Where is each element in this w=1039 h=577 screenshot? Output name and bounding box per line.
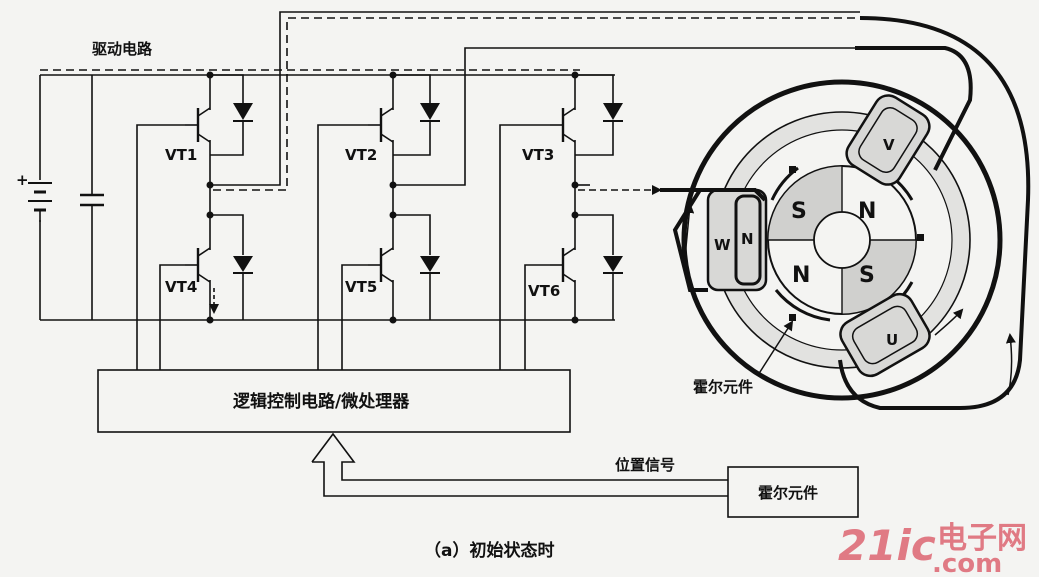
phase-leg-3 (499, 74, 614, 370)
diode-vt3 (603, 103, 623, 122)
diode-vt6 (603, 256, 623, 274)
node (571, 211, 579, 219)
node (389, 71, 397, 79)
winding-v-connection (855, 46, 973, 171)
winding-v (845, 94, 931, 186)
phase-1-output-wire (210, 11, 860, 186)
diode-vt5 (420, 256, 440, 274)
logic-control-block (97, 369, 571, 433)
motor-current-arrow-right (1005, 333, 1016, 396)
phase-2-output-wire (393, 47, 855, 186)
rotor-pole-n2: N (792, 263, 810, 288)
winding-label-v: V (883, 136, 895, 154)
svg-text:21ic: 21ic (838, 521, 936, 570)
hall-element-pointer (757, 320, 794, 376)
diode-vt4 (233, 256, 253, 274)
winding-label-u: U (886, 331, 898, 349)
node (206, 211, 214, 219)
logic-control-label: 逻辑控制电路/微处理器 (233, 391, 410, 412)
transistor-label-vt1: VT1 (165, 146, 197, 164)
node (206, 71, 214, 79)
battery-plus-sign: + (16, 171, 29, 189)
hall-element-label: 霍尔元件 (693, 378, 753, 396)
motor-current-arrow-u (934, 308, 964, 336)
rotor-pole-s1: S (791, 199, 807, 224)
power-rails (39, 74, 615, 321)
node (389, 211, 397, 219)
transistor-label-vt3: VT3 (522, 146, 554, 164)
winding-outer-loop (838, 16, 1031, 410)
winding-label-w: W (714, 236, 731, 254)
winding-u (839, 292, 931, 378)
hall-sensor-block-label: 霍尔元件 (758, 484, 818, 502)
rotor-pole-s2: S (859, 263, 875, 288)
phase-1-current-path (213, 17, 860, 191)
node (206, 316, 214, 324)
diode-vt1 (233, 103, 253, 122)
position-signal-arrow (311, 432, 728, 497)
motor-current-arrow-left (683, 203, 695, 269)
transistor-label-vt2: VT2 (345, 146, 377, 164)
transistor-label-vt5: VT5 (345, 278, 377, 296)
transistor-label-vt6: VT6 (528, 282, 560, 300)
diode-vt2 (420, 103, 440, 122)
drive-circuit-label: 驱动电路 (92, 40, 153, 58)
winding-w-inner-n: N (741, 230, 754, 248)
transistor-label-vt4: VT4 (165, 278, 197, 296)
battery-icon (28, 182, 52, 222)
node (571, 71, 579, 79)
node (571, 316, 579, 324)
capacitor-icon (80, 75, 104, 320)
position-signal-label: 位置信号 (615, 456, 675, 474)
hall-sensor-block (727, 466, 859, 518)
phase-leg-1 (136, 74, 244, 370)
svg-text:电子网: 电子网 (937, 521, 1027, 556)
svg-text:.com: .com (932, 549, 1002, 577)
figure-caption: （a）初始状态时 (424, 540, 554, 561)
node (389, 316, 397, 324)
watermark-logo: 21ic 电子网 .com (838, 521, 1027, 577)
phase-leg-2 (317, 74, 431, 370)
rotor-pole-n1: N (858, 199, 876, 224)
